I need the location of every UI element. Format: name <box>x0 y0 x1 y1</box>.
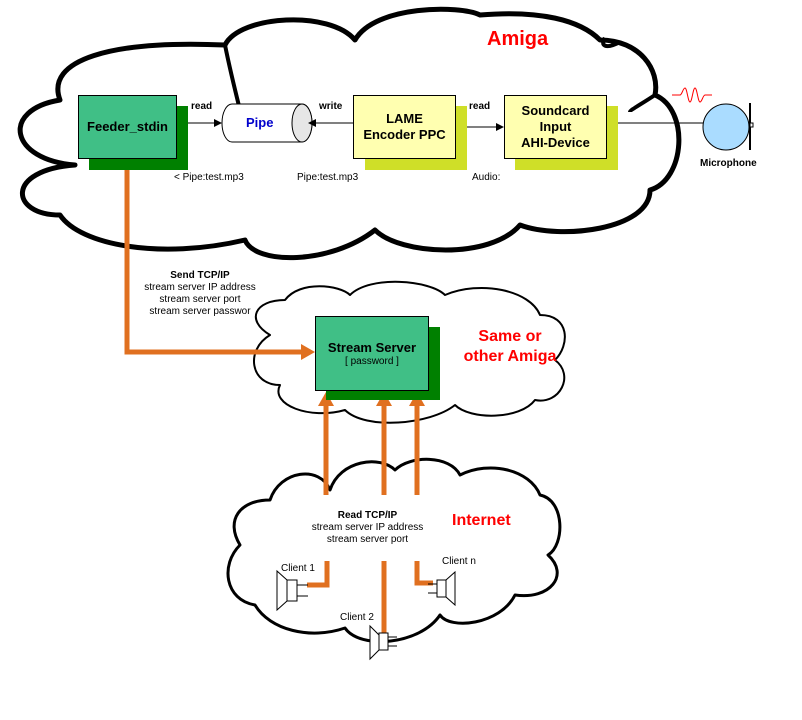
feeder-pipe-label: read <box>191 101 213 112</box>
microphone-label: Microphone <box>700 158 757 169</box>
encoder-pipe-caption: Pipe:test.mp3 <box>297 172 359 183</box>
encoder-soundcard-label: read <box>469 101 491 112</box>
send-tcpip-title: Send TCP/IP <box>170 270 230 281</box>
send-connector <box>124 167 305 355</box>
read-tcpip-block: Read TCP/IP stream server IP address str… <box>300 510 435 546</box>
send-tcpip-line: stream server IP address <box>144 282 256 293</box>
encoder-line2: Encoder PPC <box>363 127 446 142</box>
arrowhead-icon <box>301 344 315 360</box>
client-1-label: Client 1 <box>281 563 315 574</box>
read-tcpip-line: stream server IP address <box>311 522 424 533</box>
server-cloud-title-line2: other Amiga <box>463 348 557 365</box>
read-tcpip-title: Read TCP/IP <box>337 510 398 521</box>
soundcard-line2: Input <box>539 119 572 134</box>
stream-server-label: Stream Server <box>327 339 417 355</box>
stream-server-node[interactable]: Stream Server [ password ] <box>315 316 429 391</box>
arrowhead-icon <box>214 119 222 127</box>
server-cloud-title: Same or other Amiga <box>455 327 565 367</box>
client-2-label: Client 2 <box>340 612 374 623</box>
encoder-pipe-label: write <box>319 101 343 112</box>
encoder-node[interactable]: LAME Encoder PPC <box>353 95 456 159</box>
send-tcpip-block: Send TCP/IP stream server IP address str… <box>130 270 270 318</box>
pipe-cylinder <box>221 103 313 143</box>
client-n-connector <box>414 561 433 586</box>
client-1-connector <box>307 561 330 588</box>
amiga-cloud <box>17 6 682 261</box>
amiga-cloud-lobe <box>601 36 621 49</box>
sound-wave-icon <box>672 87 712 103</box>
internet-cloud-title: Internet <box>452 512 511 529</box>
speaker-icon <box>369 624 397 661</box>
soundcard-line1: Soundcard <box>521 103 590 118</box>
soundcard-node[interactable]: Soundcard Input AHI-Device <box>504 95 607 159</box>
send-tcpip-line: stream server passwor <box>149 306 251 317</box>
encoder-line1: LAME <box>386 111 423 126</box>
internet-cloud <box>226 457 562 644</box>
feeder-label: Feeder_stdin <box>87 119 168 134</box>
speaker-icon <box>428 570 456 607</box>
pipe-label: Pipe <box>246 115 274 130</box>
amiga-cloud-lobe <box>628 93 657 113</box>
microphone-icon <box>702 103 754 151</box>
client-n-label: Client n <box>442 556 476 567</box>
feeder-node[interactable]: Feeder_stdin <box>78 95 177 159</box>
soundcard-line3: AHI-Device <box>521 135 590 150</box>
encoder-soundcard-caption: Audio: <box>472 172 501 183</box>
arrowhead-icon <box>308 119 316 127</box>
feeder-pipe-caption: < Pipe:test.mp3 <box>174 172 244 183</box>
amiga-cloud-title: Amiga <box>487 28 549 50</box>
send-tcpip-line: stream server port <box>159 294 241 305</box>
server-cloud-title-line1: Same or <box>478 328 542 345</box>
speaker-icon <box>276 569 308 612</box>
arrowhead-icon <box>496 123 504 131</box>
read-tcpip-line: stream server port <box>326 534 409 545</box>
stream-server-sublabel: [ password ] <box>345 355 399 367</box>
